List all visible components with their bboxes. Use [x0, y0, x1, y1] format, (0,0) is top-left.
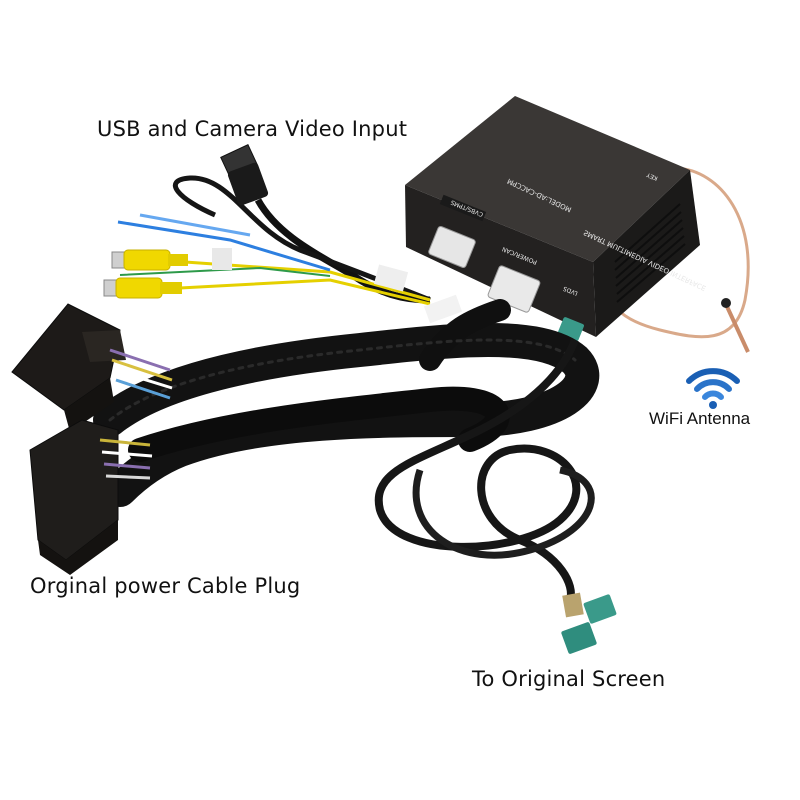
wifi-antenna-cable [608, 166, 750, 339]
power-plug-wire-fan [99, 348, 173, 480]
caption-usb-camera-input: USB and Camera Video Input [97, 117, 408, 141]
wifi-icon [686, 368, 740, 409]
power-plug-bottom [29, 419, 119, 575]
caption-to-original-screen: To Original Screen [472, 667, 666, 691]
main-wire-harness [93, 299, 600, 507]
rca-plug-bottom [103, 277, 182, 299]
usb-plug [220, 144, 269, 206]
wifi-antenna-lead [722, 299, 750, 353]
green-wire [119, 266, 331, 277]
blue-wire-2 [139, 213, 251, 237]
caption-power-cable-plug: Orginal power Cable Plug [30, 574, 301, 598]
port-label-key: KEY [645, 171, 658, 182]
caption-wifi-antenna: WiFi Antenna [649, 409, 751, 428]
harness-tag-2 [423, 294, 463, 324]
cvbs-connector [428, 226, 476, 268]
lvds-screen-connector [561, 592, 617, 654]
thin-black-cable [173, 175, 431, 303]
blue-wire [117, 220, 331, 272]
harness-tag-3 [212, 248, 232, 270]
interface-module: SMART MULTIMEDIA VIDEO INTERFACE MODEL:A… [405, 96, 707, 337]
lvds-coax-cable [374, 338, 581, 602]
rca-yellow-wire-2 [179, 278, 431, 306]
rca-yellow-wire-1 [184, 260, 431, 302]
power-plug-top [11, 303, 126, 432]
rca-plug-top [111, 249, 188, 271]
harness-tag-1 [373, 264, 409, 292]
lvds-coax-cable-2 [412, 466, 595, 559]
antenna-ferrite [721, 298, 731, 308]
